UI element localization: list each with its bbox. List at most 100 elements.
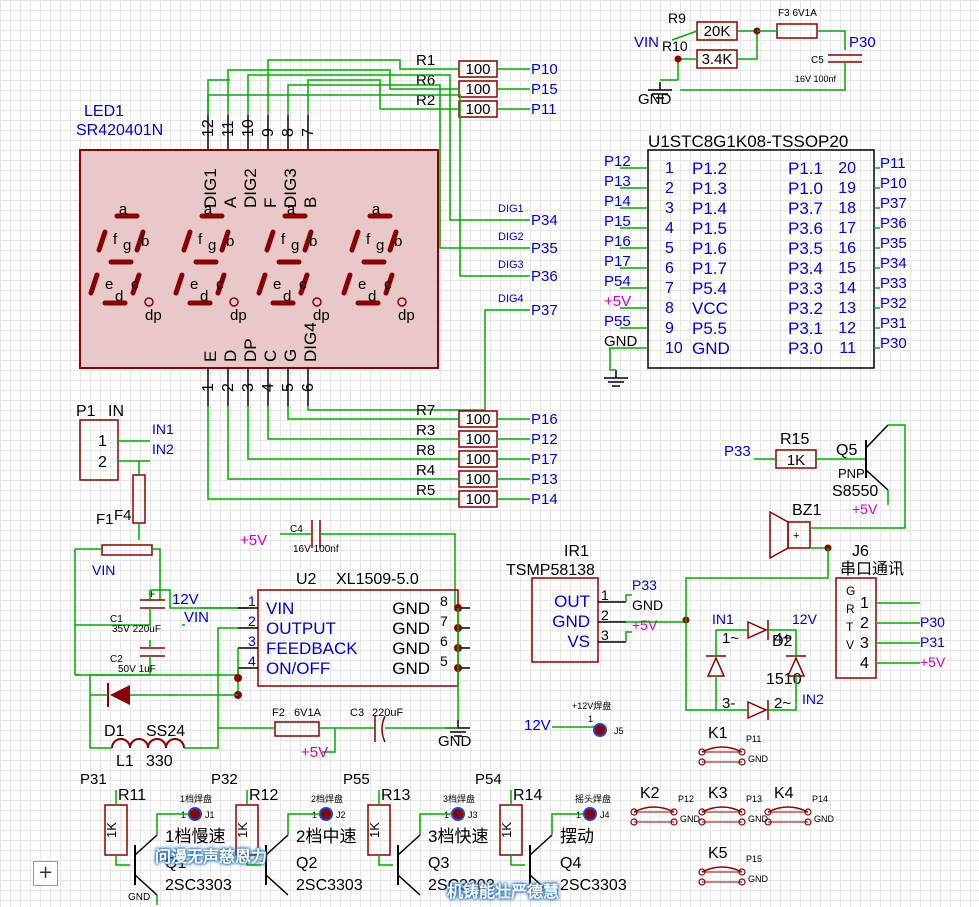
u2-pin-name: GND [392,599,430,618]
led-part: SR420401N [76,122,163,139]
net-label: P32 [211,771,238,788]
bridge-pin: 1~ [722,630,739,647]
net-label: 12V [172,591,199,608]
pad-label: 3档焊盘 [443,793,475,804]
seg-label: e [105,276,113,293]
net-label: +5V [301,744,328,761]
led-segment [181,229,193,253]
wire [267,406,459,440]
res-ref: R3 [416,422,435,439]
pad-ring [593,723,607,737]
led-bottom-pin-name: E [201,351,220,362]
net-label: P14 [604,193,631,210]
key-actuator [701,806,743,813]
res-value: 3.4K [702,51,733,68]
net-label: P35 [880,235,907,252]
net-label: P32 [880,295,907,312]
res-value: 1K [104,822,119,838]
res-value: 100 [465,101,490,118]
cap-plate [381,715,386,743]
res-ref: R13 [381,787,410,804]
cap-ref: C4 [290,524,303,535]
key-contact [698,758,706,766]
seg-label: d [283,288,291,305]
led-top-pin-name: B [301,197,320,208]
net-label: VIN [92,562,115,578]
bridge-pin: 4+ [774,630,791,647]
transistor-emitter [265,874,289,896]
dig-label: DIG3 [498,259,524,271]
led-top-pin-name: A [221,196,240,208]
net-label: IN2 [152,441,174,457]
seg-label: c [384,276,392,293]
cap-value: 16V 100nf [795,74,837,84]
wire [677,58,697,80]
wire [828,424,906,529]
key-contact [630,818,638,826]
led-bottom-pin-name: DP [241,338,260,362]
j6-pin: 2 [860,615,869,632]
wire [207,79,230,115]
res-value: 20K [704,23,731,40]
mcu-body [647,149,875,369]
cap-value: 35V 220uF [112,624,161,635]
seg-label: dp [230,307,247,324]
res-value: 100 [465,491,490,508]
gnd-label: GND [438,733,472,750]
net-label: P33 [632,577,657,593]
diode-d1 [110,685,130,705]
gnd-label: GND [638,91,672,108]
wire [287,406,459,420]
wire [625,594,632,602]
pad-dot [451,807,465,821]
wire [307,79,459,115]
net-label: P33 [724,443,751,460]
j6-pin: 4 [860,655,869,672]
wire [184,728,219,749]
wire [322,728,336,753]
seg-label: a [119,201,128,218]
j6-letter: G [846,584,855,598]
res-ref: R5 [416,482,435,499]
mcu-pin-name: P3.1 [788,319,823,338]
pad-dot [583,807,597,821]
diode-value: SS24 [146,723,185,740]
pad-ref: J2 [336,810,346,820]
wire [307,309,490,411]
mcu-pin-number: 16 [838,240,856,257]
led-segment [264,229,276,253]
mcu-pin-number: 5 [665,240,674,257]
mcu-pin-number: 18 [838,200,856,217]
zoom-in-button[interactable]: + [33,861,58,886]
mcu-pin-name: VCC [692,299,728,318]
led-top-pin-number: 11 [220,120,237,137]
res-value: 100 [465,411,490,428]
inductor-coil [147,738,167,749]
transistor-collector [265,834,289,856]
u2-pin-name: FEEDBACK [266,639,358,658]
net-label: P33 [880,275,907,292]
net-label: P55 [343,771,370,788]
cap-ref: C1 [110,614,123,625]
key-actuator [767,806,809,813]
pad-ref: J3 [468,810,478,820]
key-ref: K4 [774,785,794,802]
net-label: P54 [604,273,631,290]
res-value: 1K [367,822,382,838]
transistor-emitter [529,874,553,896]
led-top-pin-name: F [261,198,280,208]
led-segment [219,229,231,253]
seg-label: b [309,233,317,250]
cap-value: 220uF [372,707,403,719]
transistor-part: S8550 [832,483,878,500]
led-top-pin-name: DIG2 [241,168,260,208]
net-label: +5V [920,654,946,670]
mcu-pin-name: P5.4 [692,279,727,298]
net-label: P13 [604,173,631,190]
key-net: P14 [812,794,828,804]
res-ref: R12 [249,787,278,804]
mcu-pin-name: P3.5 [788,239,823,258]
driver-label: 摆动 [560,827,594,846]
key-contact [698,748,706,756]
